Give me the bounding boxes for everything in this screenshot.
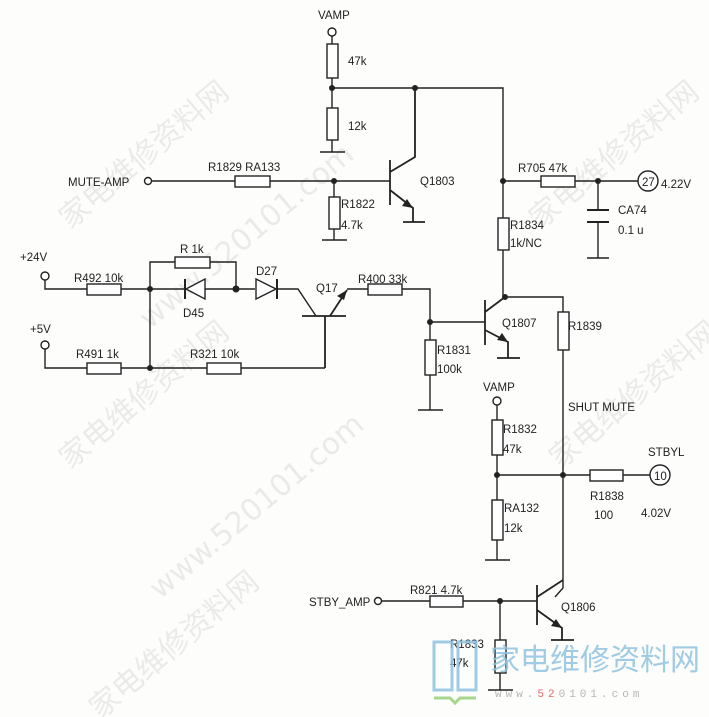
resistor-r1839 xyxy=(557,311,570,351)
resistor-r321 xyxy=(206,362,242,375)
resistor-label: RA132 xyxy=(504,503,539,515)
stby-amp-terminal xyxy=(373,596,383,606)
resistor-label: R1839 xyxy=(568,321,602,333)
resistor-label: 12k xyxy=(504,523,523,535)
voltage-label: 4.22V xyxy=(661,179,691,191)
resistor-r1833 xyxy=(494,639,507,674)
resistor-label: R705 47k xyxy=(518,163,567,175)
diode-label: D27 xyxy=(256,266,277,278)
resistor-r1834 xyxy=(497,217,510,251)
pin-number: 10 xyxy=(654,471,667,483)
plus5v-label: +5V xyxy=(30,324,51,336)
wire xyxy=(149,261,237,368)
wire xyxy=(44,349,325,369)
resistor-r821 xyxy=(429,595,464,608)
pin-27 xyxy=(637,170,659,192)
capacitor-label: CA74 xyxy=(618,205,647,217)
resistor-label: R1822 xyxy=(341,199,375,211)
resistor-label: 12k xyxy=(348,121,367,133)
wire xyxy=(322,181,347,241)
resistor-label: R1838 xyxy=(590,491,624,503)
site-logo: 家电维修资料网 www.520101.com xyxy=(432,640,700,706)
diode-d45 xyxy=(184,277,206,301)
vamp-terminal xyxy=(327,27,337,37)
vamp-label: VAMP xyxy=(318,10,350,22)
plus24v-terminal xyxy=(40,271,50,281)
resistor-r400 xyxy=(367,283,403,296)
resistor-label: 100k xyxy=(437,364,462,376)
pin-number: 27 xyxy=(642,177,655,189)
resistor-47k xyxy=(326,43,339,79)
transistor-label: Q1806 xyxy=(561,602,596,614)
book-icon xyxy=(432,640,478,692)
capacitor-ca74 xyxy=(587,209,609,223)
wire xyxy=(418,322,443,411)
wire xyxy=(503,180,638,259)
resistor-r-1k xyxy=(174,256,211,269)
resistor-r1831 xyxy=(424,339,437,376)
logo-url: www.520101.com xyxy=(495,689,643,701)
transistor-q1807 xyxy=(484,296,520,359)
resistor-ra132 xyxy=(491,499,504,541)
wire xyxy=(347,288,485,323)
transistor-q1806 xyxy=(536,579,574,641)
resistor-r492 xyxy=(86,283,122,296)
resistor-label: R1831 xyxy=(437,345,471,357)
transistor-label: Q17 xyxy=(316,283,338,295)
mute-amp-label: MUTE-AMP xyxy=(68,177,130,189)
resistor-r1829 xyxy=(234,175,271,188)
resistor-r1832 xyxy=(491,419,504,456)
vamp-label: VAMP xyxy=(483,382,515,394)
shut-mute-label: SHUT MUTE xyxy=(568,402,635,414)
pin-10 xyxy=(649,464,671,486)
watermark-text: 家电维修资料网 xyxy=(523,74,706,236)
transistor-label: Q1807 xyxy=(502,318,537,330)
transistor-q1803 xyxy=(389,88,425,223)
plus24v-label: +24V xyxy=(20,252,48,264)
resistor-12k xyxy=(326,107,339,141)
resistor-label: R821 4.7k xyxy=(410,585,463,597)
resistor-label: R 1k xyxy=(180,244,204,256)
resistor-label: R1834 xyxy=(510,220,544,232)
watermark-text: www.520101.com xyxy=(143,407,371,606)
plus5v-terminal xyxy=(40,340,50,350)
watermark-text: 家电维修资料网 xyxy=(53,74,236,236)
resistor-label: R492 10k xyxy=(74,273,123,285)
stby-amp-label: STBY_AMP xyxy=(309,597,371,609)
resistor-label: 100 xyxy=(594,510,613,522)
resistor-r705 xyxy=(540,175,576,188)
voltage-label: 4.02V xyxy=(641,508,671,520)
resistor-label: R321 10k xyxy=(190,349,239,361)
resistor-label: R491 1k xyxy=(76,349,119,361)
stbyl-label: STBYL xyxy=(648,447,685,459)
wire xyxy=(332,87,504,297)
resistor-label: 1k/NC xyxy=(510,238,542,250)
diode-label: D45 xyxy=(183,308,204,320)
mute-amp-terminal xyxy=(143,176,153,186)
resistor-label: 47k xyxy=(348,56,367,68)
watermarks: 家电维修资料网 www.520101.com 家电维修资料网 家电维修资料网 w… xyxy=(53,74,709,717)
transistor-label: Q1803 xyxy=(420,176,455,188)
resistor-r1838 xyxy=(589,469,624,482)
wire xyxy=(505,296,564,598)
wire xyxy=(320,36,345,153)
resistor-label: 47k xyxy=(503,444,522,456)
resistor-label: R1829 RA133 xyxy=(208,162,280,174)
capacitor-label: 0.1 u xyxy=(618,225,644,237)
diode-d27 xyxy=(255,277,278,301)
logo-text: 家电维修资料网 xyxy=(490,643,700,678)
resistor-label: R1832 xyxy=(503,424,537,436)
resistor-r491 xyxy=(86,362,122,375)
resistor-label: 4.7k xyxy=(341,220,363,232)
vamp-terminal xyxy=(492,396,502,406)
resistor-label: R400 33k xyxy=(358,274,407,286)
transistor-q17 xyxy=(302,289,348,368)
resistor-r1822 xyxy=(328,196,341,230)
watermark-text: 家电维修资料网 xyxy=(53,314,236,476)
